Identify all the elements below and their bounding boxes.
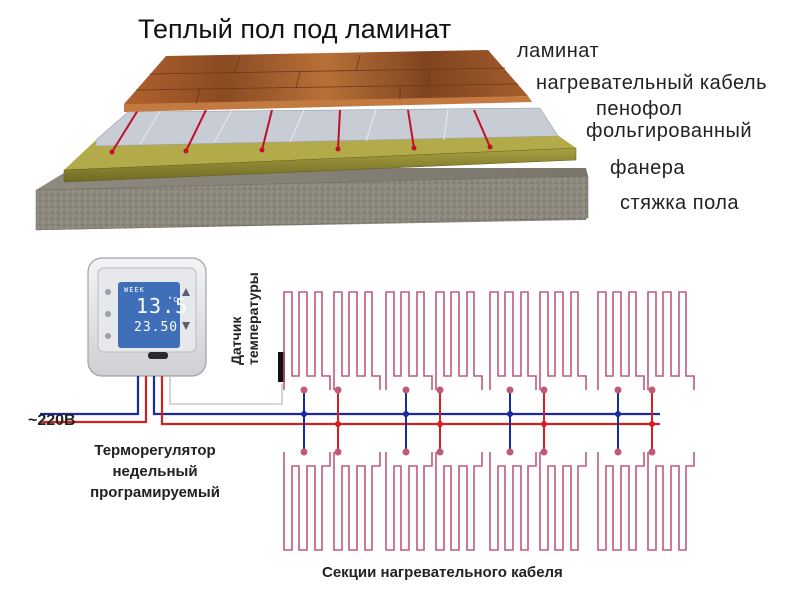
cable-junction bbox=[300, 386, 308, 394]
cable-junction bbox=[402, 448, 410, 456]
device-slot bbox=[148, 352, 168, 359]
cable-section-top-a bbox=[283, 291, 331, 390]
cable-junction bbox=[436, 448, 444, 456]
cable-junction bbox=[436, 386, 444, 394]
lcd-screen bbox=[118, 282, 180, 348]
thermostat-device bbox=[87, 257, 207, 377]
blue-junction bbox=[615, 411, 621, 417]
sensor-label: Датчик температуры bbox=[228, 272, 262, 365]
lcd-set-temp: 23.50 bbox=[134, 320, 179, 335]
blue-junction bbox=[301, 411, 307, 417]
cable-section-bottom-a bbox=[283, 452, 331, 551]
sensor-label-line2: температуры bbox=[245, 272, 261, 365]
sensor-probe bbox=[278, 352, 285, 382]
cable-section-bottom-b bbox=[647, 452, 695, 551]
sensor-wire bbox=[169, 376, 283, 405]
cable-end-dots bbox=[109, 144, 493, 155]
cable-junction bbox=[506, 386, 514, 394]
blue-junction bbox=[507, 411, 513, 417]
cable-section-top-b bbox=[539, 291, 587, 390]
cable-section-top-a bbox=[385, 291, 433, 390]
thermostat-label-line1: Терморегулятор bbox=[94, 442, 216, 459]
red-junction bbox=[649, 421, 655, 427]
cable-section-top-b bbox=[333, 291, 381, 390]
cable-section-bottom-b bbox=[435, 452, 483, 551]
thermostat-label-line2: недельный bbox=[112, 463, 198, 480]
heating-cable-sections bbox=[283, 291, 695, 551]
cable-section-bottom-a bbox=[489, 452, 537, 551]
thermostat-label: Терморегулятор недельный програмируемый bbox=[62, 440, 248, 503]
supply-wires bbox=[40, 376, 660, 426]
cable-junction bbox=[540, 386, 548, 394]
label-foil: фольгированный bbox=[586, 120, 753, 142]
label-heating-cable: нагревательный кабель bbox=[536, 72, 768, 94]
cable-junction bbox=[648, 386, 656, 394]
cable-junction bbox=[614, 386, 622, 394]
lcd-room-temp: 13.5 bbox=[136, 294, 189, 318]
lcd-day-label: WEEK bbox=[124, 286, 145, 294]
cable-junction bbox=[300, 448, 308, 456]
penofol-foil-layer bbox=[95, 107, 559, 147]
red-junction bbox=[437, 421, 443, 427]
cable-section-bottom-b bbox=[539, 452, 587, 551]
cable-junction bbox=[334, 386, 342, 394]
laminate-layer bbox=[124, 50, 532, 112]
cable-junction bbox=[614, 448, 622, 456]
cable-junction bbox=[540, 448, 548, 456]
cable-junction bbox=[334, 448, 342, 456]
cable-junction bbox=[648, 448, 656, 456]
supply-voltage-label: ~220В bbox=[28, 412, 76, 429]
blue-junction bbox=[403, 411, 409, 417]
cable-section-top-b bbox=[435, 291, 483, 390]
thermostat-label-line3: програмируемый bbox=[90, 484, 220, 501]
cable-section-bottom-a bbox=[597, 452, 645, 551]
cable-section-top-b bbox=[647, 291, 695, 390]
sections-label: Секции нагревательного кабеля bbox=[322, 564, 563, 581]
label-penofol: пенофол bbox=[596, 98, 683, 120]
sensor-label-line1: Датчик bbox=[228, 316, 244, 365]
cable-section-top-a bbox=[597, 291, 645, 390]
red-junction bbox=[335, 421, 341, 427]
diagram-title: Теплый пол под ламинат bbox=[138, 14, 452, 44]
cable-section-bottom-b bbox=[333, 452, 381, 551]
red-junction bbox=[541, 421, 547, 427]
lcd-unit: °C bbox=[168, 296, 179, 304]
label-laminate: ламинат bbox=[517, 40, 600, 62]
label-plywood: фанера bbox=[610, 157, 685, 179]
cable-section-top-a bbox=[489, 291, 537, 390]
cable-junction bbox=[402, 386, 410, 394]
label-screed: стяжка пола bbox=[620, 192, 740, 214]
cable-junction bbox=[506, 448, 514, 456]
heating-cable-runs bbox=[111, 109, 491, 153]
cable-section-bottom-a bbox=[385, 452, 433, 551]
